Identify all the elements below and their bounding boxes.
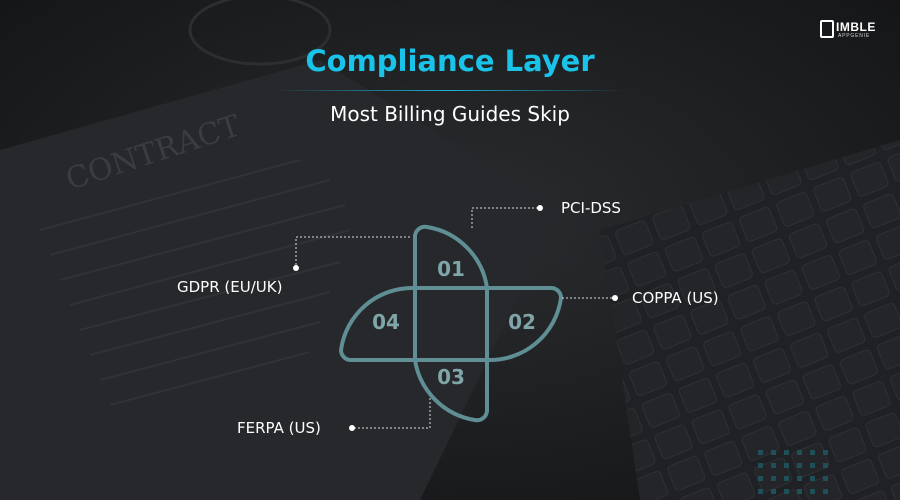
connector-dot-03 xyxy=(349,425,355,431)
label-coppa: COPPA (US) xyxy=(632,289,719,307)
label-pci-dss: PCI-DSS xyxy=(561,199,621,217)
brand-tagline: APPGENIE xyxy=(838,33,870,39)
connector-04 xyxy=(295,236,410,268)
petal-02 xyxy=(485,286,564,363)
connector-dot-01 xyxy=(537,205,543,211)
page-subtitle: Most Billing Guides Skip xyxy=(330,102,570,126)
label-gdpr: GDPR (EU/UK) xyxy=(177,278,283,296)
segment-number-01: 01 xyxy=(437,257,465,281)
segment-number-02: 02 xyxy=(508,310,536,334)
connector-03 xyxy=(352,398,431,429)
connector-dot-04 xyxy=(293,265,299,271)
petal-04 xyxy=(338,285,417,362)
page-title: Compliance Layer xyxy=(305,44,595,78)
brand-name: IMBLE xyxy=(836,20,876,34)
segment-number-04: 04 xyxy=(372,310,400,334)
logo-icon xyxy=(820,20,834,38)
connector-01 xyxy=(471,207,540,228)
segment-number-03: 03 xyxy=(437,365,465,389)
label-ferpa: FERPA (US) xyxy=(237,419,321,437)
title-divider xyxy=(272,90,628,91)
petal-03 xyxy=(413,358,489,423)
petal-01 xyxy=(413,224,489,290)
brand-logo: IMBLE APPGENIE xyxy=(820,18,882,44)
connector-dot-02 xyxy=(612,295,618,301)
